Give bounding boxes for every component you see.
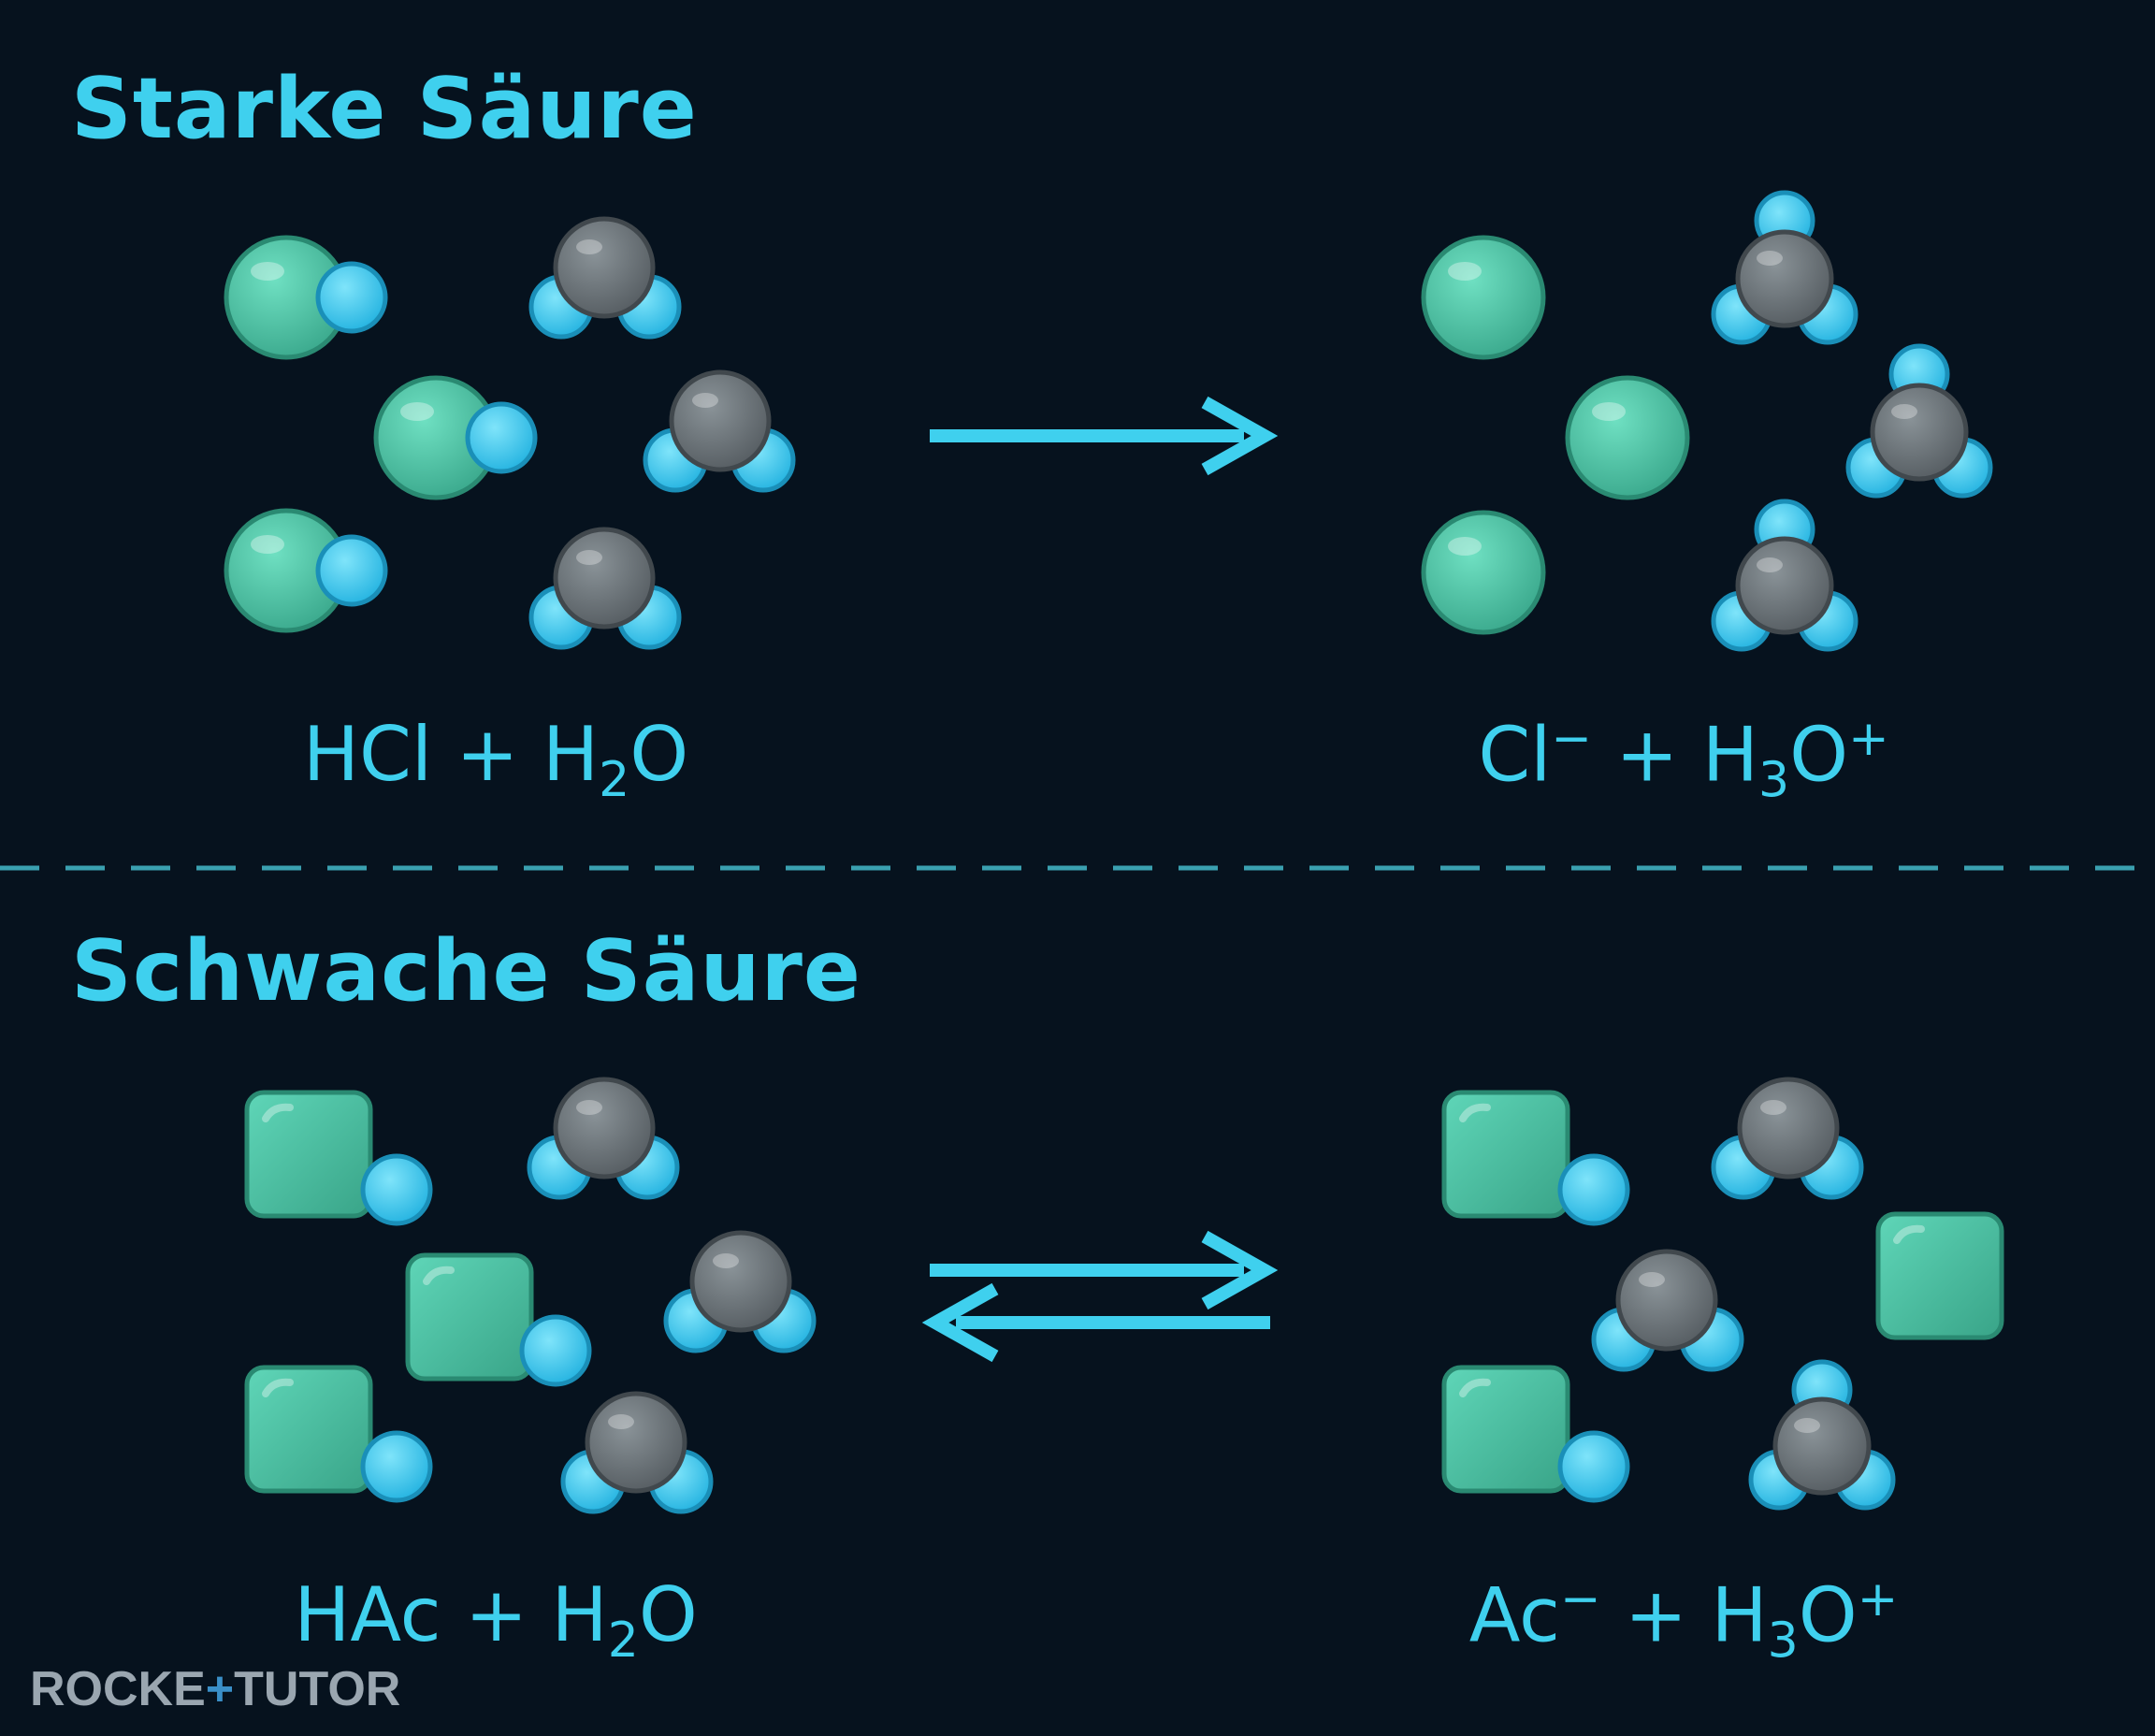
forward-reaction-arrow bbox=[930, 396, 1279, 476]
water-molecule bbox=[643, 369, 796, 493]
eq-superscript: − bbox=[1560, 1571, 1601, 1628]
chloride-ion bbox=[1565, 375, 1690, 500]
logo-plus-icon: + bbox=[205, 1662, 235, 1716]
acetic-acid-molecule bbox=[1441, 1090, 1630, 1226]
eq-part: + H bbox=[1591, 711, 1759, 799]
acetic-acid-molecule bbox=[405, 1252, 592, 1387]
acetate-ion bbox=[1875, 1211, 2004, 1340]
eq-superscript: − bbox=[1551, 711, 1592, 767]
eq-part: O bbox=[629, 711, 689, 798]
acetic-acid-molecule bbox=[1441, 1365, 1630, 1503]
hydronium-ion bbox=[1748, 1359, 1896, 1511]
hydronium-ion bbox=[1711, 499, 1859, 652]
eq-part: O bbox=[1789, 711, 1849, 799]
logo-text: ROCKE bbox=[30, 1662, 206, 1716]
hcl-molecule bbox=[373, 375, 538, 500]
eq-subscript: 3 bbox=[1758, 752, 1790, 809]
water-molecule bbox=[560, 1391, 714, 1514]
water-molecule bbox=[528, 216, 682, 340]
weak-reactants-equation: HAc + H2O bbox=[271, 1571, 720, 1669]
eq-part: HCl + H bbox=[302, 711, 600, 798]
water-molecule bbox=[1711, 1077, 1864, 1200]
weak-acid-title: Schwache Säure bbox=[71, 922, 861, 1020]
hydronium-ion bbox=[1711, 190, 1859, 345]
water-molecule bbox=[663, 1230, 817, 1353]
logo-text: TUTOR bbox=[234, 1662, 401, 1716]
strong-acid-title: Starke Säure bbox=[71, 60, 698, 158]
eq-part: Cl bbox=[1478, 711, 1552, 799]
eq-subscript: 3 bbox=[1767, 1613, 1799, 1670]
eq-subscript: 2 bbox=[607, 1613, 639, 1669]
equilibrium-arrow bbox=[921, 1230, 1279, 1363]
hydronium-ion bbox=[1845, 343, 1993, 499]
eq-part: + H bbox=[1600, 1571, 1768, 1659]
water-molecule bbox=[1591, 1249, 1744, 1372]
chloride-ion bbox=[1421, 235, 1546, 360]
eq-part: Ac bbox=[1468, 1571, 1561, 1659]
chloride-ion bbox=[1421, 510, 1546, 635]
hcl-molecule bbox=[224, 508, 388, 633]
strong-reactants-equation: HCl + H2O bbox=[271, 711, 720, 808]
eq-part: O bbox=[638, 1571, 698, 1658]
eq-superscript: + bbox=[1848, 711, 1889, 767]
water-molecule bbox=[528, 527, 682, 650]
hcl-molecule bbox=[224, 235, 388, 360]
eq-part: HAc + H bbox=[294, 1571, 608, 1658]
weak-products-equation: Ac− + H3O+ bbox=[1459, 1571, 1908, 1670]
eq-part: O bbox=[1798, 1571, 1858, 1659]
acetic-acid-molecule bbox=[244, 1365, 433, 1503]
acetic-acid-molecule bbox=[244, 1090, 433, 1226]
brand-logo: ROCKE+TUTOR bbox=[30, 1661, 400, 1717]
water-molecule bbox=[527, 1077, 680, 1200]
eq-superscript: + bbox=[1857, 1571, 1899, 1628]
eq-subscript: 2 bbox=[599, 752, 630, 808]
strong-products-equation: Cl− + H3O+ bbox=[1459, 711, 1908, 809]
